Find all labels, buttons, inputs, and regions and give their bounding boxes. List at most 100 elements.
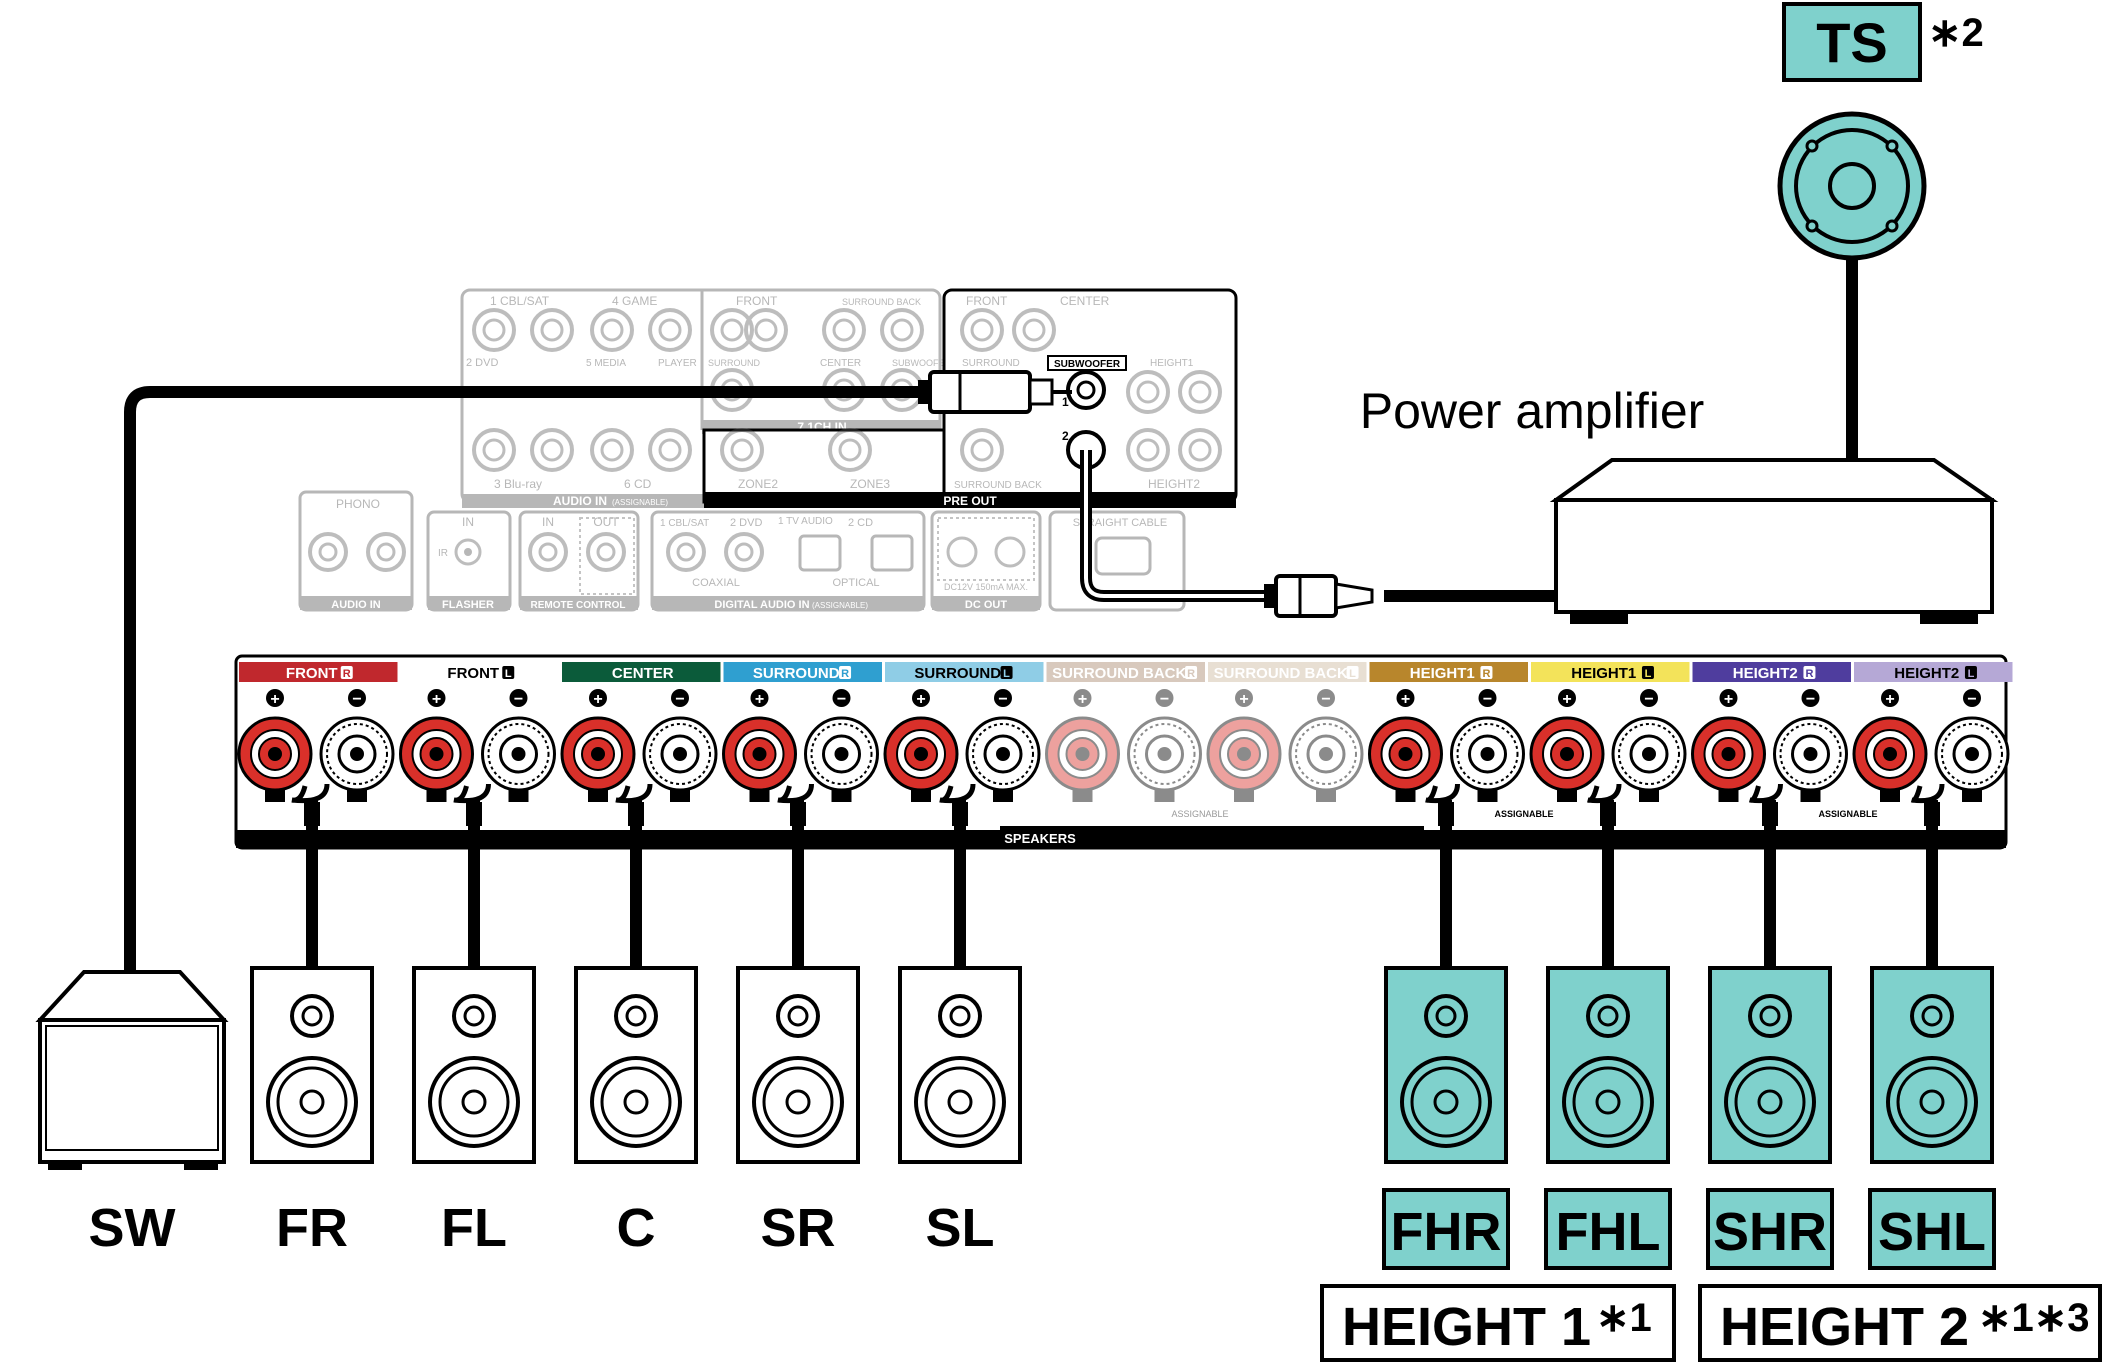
terminal-label: HEIGHT1 [1410,665,1475,682]
input-group-5: FRONT [966,294,1008,308]
polarity-mark: − [1321,691,1330,708]
row2-label-3: PLAYER [658,358,697,369]
digital-label-1: 1 CBL/SAT [660,518,709,529]
speaker-code-label: SHL [1878,1202,1986,1262]
speaker-code-label: FHL [1556,1202,1661,1262]
cable-split [939,783,976,804]
row2-label-2: 5 MEDIA [586,358,626,369]
polarity-mark: − [1967,691,1976,708]
speaker-shl: SHL [1868,966,1996,1270]
row3-label-5: SURROUND BACK [954,480,1042,491]
polarity-mark: − [837,691,846,708]
digital-label-2: 2 DVD [730,517,762,529]
terminal-side: L [1003,668,1010,680]
polarity-mark: − [1483,691,1492,708]
digital-audio-in-note: (ASSIGNABLE) [812,601,868,610]
row3-label-3: ZONE2 [738,477,778,491]
speaker-c: C [574,966,698,1258]
polarity-mark: − [1644,691,1653,708]
row2-label-1: 2 DVD [466,357,498,369]
polarity-mark: + [1078,691,1087,708]
bar-audio-in-note: (ASSIGNABLE) [612,498,668,507]
terminal-label: FRONT [286,665,338,682]
phono-label: PHONO [336,497,380,511]
terminal-label: FRONT [447,665,499,682]
row2-label-6: SUBWOOFER [892,358,952,368]
speaker-code-label: FL [441,1198,507,1258]
negative-terminal [1288,716,1364,792]
terminal-center: CENTER+− [560,662,721,802]
input-group-3: FRONT [736,294,778,308]
subwoofer-cables [124,370,1556,972]
cable-split [1748,783,1783,804]
sub-port-2: 2 [1062,429,1069,443]
terminal-label: HEIGHT2 [1894,665,1959,682]
speaker-fhl: FHL [1544,966,1672,1270]
speaker-sl: SL [898,966,1022,1258]
remote-control-label: REMOTE CONTROL [531,600,626,611]
polarity-mark: + [1562,691,1571,708]
height-group-1: HEIGHT 1 ∗1 [1320,1284,1676,1362]
height-group-1-note: ∗1 [1596,1296,1652,1340]
positive-terminal [1045,716,1120,792]
terminal-label: HEIGHT1 [1571,665,1636,682]
speaker-sr: SR [736,966,860,1258]
polarity-mark: − [352,691,361,708]
bar-audio-in-label: AUDIO IN [553,494,607,508]
dc-spec-label: DC12V 150mA MAX. [944,582,1028,592]
speaker-shr: SHR [1706,966,1834,1270]
terminal-side: L [505,668,512,680]
height-group-2: HEIGHT 2 ∗1∗3 [1698,1284,2102,1362]
speaker-code-label: SHR [1713,1202,1827,1262]
cable-split [777,783,814,804]
bar-pre-out-label: PRE OUT [943,494,997,508]
digital-label-4: 2 CD [848,517,873,529]
height-group-2-note: ∗1∗3 [1978,1296,2090,1340]
terminal-height2-l: HEIGHT2 L + − [1852,662,2013,802]
speaker-code-label: SR [760,1198,835,1258]
speaker-fl: FL [412,966,536,1258]
row2-label-5: CENTER [820,358,861,369]
terminal-side: L [1349,668,1356,680]
terminal-label: HEIGHT2 [1733,665,1798,682]
ts-label: TS [1816,11,1888,74]
speaker-code-label: SL [925,1198,994,1258]
input-group-1: 1 CBL/SAT [490,294,550,308]
cable-split [291,783,330,804]
polarity-mark: + [1885,691,1894,708]
polarity-mark: + [1239,691,1248,708]
subwoofer-jack-label: SUBWOOFER [1054,359,1121,370]
polarity-mark: + [270,691,279,708]
cable-split [1910,783,1945,804]
power-amplifier: Power amplifier [1360,383,1999,624]
remote-out-label: OUT [593,515,619,529]
digital-label-3: 1 TV AUDIO [778,516,833,527]
power-amp-label: Power amplifier [1360,383,1705,439]
height-group-1-label: HEIGHT 1 [1342,1297,1591,1357]
polarity-mark: − [514,691,523,708]
row3-label-4: ZONE3 [850,477,890,491]
cable-split [453,783,491,804]
polarity-mark: + [1401,691,1410,708]
speakers-label: SPEAKERS [1004,831,1076,846]
polarity-mark: + [916,691,925,708]
flasher-ir-label: IR [438,548,448,559]
polarity-mark: + [755,691,764,708]
terminal-label: SURROUND BACK [1052,665,1186,682]
straight-cable-label: STRAIGHT CABLE [1073,517,1168,529]
terminal-label: SURROUND [753,665,840,682]
polarity-mark: + [432,691,441,708]
lower-panel: PHONO AUDIO IN IN IR FLASHER IN OUT REMO… [298,490,1186,612]
terminal-label: SURROUND [914,665,1001,682]
terminal-side: R [1482,668,1490,680]
terminal-side: L [1968,668,1975,680]
speaker-code-label: FR [276,1198,348,1258]
cable-split [615,783,653,804]
